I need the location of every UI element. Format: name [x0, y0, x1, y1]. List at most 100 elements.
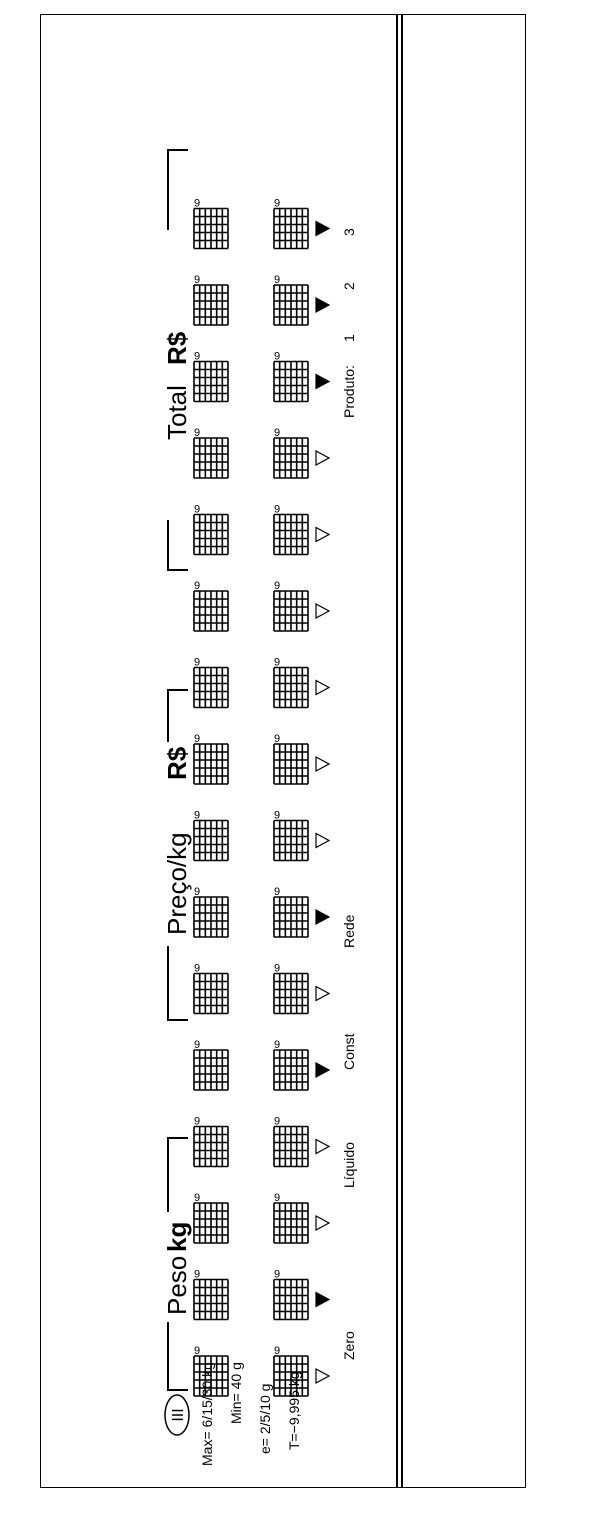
digit-suffix: 9: [274, 198, 280, 210]
arrow-indicator-on: [315, 1291, 331, 1308]
digit-grid: 9: [273, 1192, 309, 1244]
label-preco: Preço/kg: [162, 832, 192, 935]
digit-suffix: 9: [274, 886, 280, 898]
indicator-liquido: Líquido: [341, 1142, 357, 1188]
digit-grid: 9: [193, 886, 229, 938]
arrow-indicator-on: [315, 373, 331, 390]
bracket-peso-right: [167, 1137, 188, 1212]
digit-suffix: 9: [194, 274, 200, 286]
digit-grid: 9: [193, 1192, 229, 1244]
digit-suffix: 9: [274, 733, 280, 745]
digit-grid: 9: [193, 733, 229, 785]
bracket-preco-right: [167, 689, 188, 742]
digit-suffix: 9: [274, 504, 280, 516]
spec-e: e= 2/5/10 g: [257, 1384, 273, 1454]
arrow-indicator-off: [315, 985, 331, 1002]
digit-grid: 9: [193, 580, 229, 632]
arrow-indicator-on: [315, 220, 331, 237]
digit-grid: 9: [193, 1345, 229, 1397]
digit-suffix: 9: [274, 1192, 280, 1204]
field-brackets: [167, 149, 188, 1391]
unit-preco: R$: [162, 746, 192, 780]
digit-grid: 9: [273, 198, 309, 250]
digit-grid: 9: [273, 1039, 309, 1091]
scale-display-svg: III Max= 6/15/30 kg Min= 40 g e= 2/5/10 …: [162, 149, 357, 1466]
indicator-zero: Zero: [341, 1331, 357, 1360]
digit-grid: 9: [193, 810, 229, 862]
digit-suffix: 9: [194, 1345, 200, 1357]
indicator-product-3: 3: [341, 228, 357, 236]
digit-suffix: 9: [274, 1116, 280, 1128]
digit-suffix: 9: [194, 657, 200, 669]
arrow-indicator-off: [315, 1138, 331, 1155]
digit-grid: 9: [193, 657, 229, 709]
digit-suffix: 9: [194, 351, 200, 363]
arrow-indicator-off: [315, 755, 331, 773]
indicator-const: Const: [341, 1033, 357, 1070]
arrow-indicator-off: [315, 1367, 331, 1385]
digit-suffix: 9: [194, 1269, 200, 1281]
digit-suffix: 9: [194, 1192, 200, 1204]
divider-line: [401, 14, 403, 1488]
digit-suffix: 9: [274, 1039, 280, 1051]
indicator-rede: Rede: [341, 914, 357, 948]
arrow-indicator-off: [315, 526, 331, 543]
digit-suffix: 9: [194, 1116, 200, 1128]
bracket-total-right: [167, 149, 188, 230]
digit-suffix: 9: [274, 657, 280, 669]
digit-suffix: 9: [194, 504, 200, 516]
digit-grid: 9: [193, 504, 229, 556]
digit-grid: 9: [273, 1116, 309, 1168]
digit-suffix: 9: [194, 427, 200, 439]
label-total: Total: [162, 385, 192, 440]
digit-grid: 9: [273, 274, 309, 326]
digit-suffix: 9: [274, 1269, 280, 1281]
digit-grid: 9: [193, 198, 229, 250]
unit-total: R$: [162, 331, 192, 365]
digit-suffix: 9: [274, 580, 280, 592]
digit-grid: 9: [193, 1116, 229, 1168]
digit-grid: 9: [193, 1269, 229, 1321]
digit-grid: 9: [273, 810, 309, 862]
digit-grid: 9: [273, 1345, 309, 1397]
digit-suffix: 9: [274, 963, 280, 975]
digit-suffix: 9: [194, 1039, 200, 1051]
unit-peso: kg: [162, 1222, 192, 1252]
arrow-indicator-off: [315, 832, 331, 849]
digit-suffix: 9: [274, 274, 280, 286]
arrow-indicator-off: [315, 449, 331, 467]
digit-grid: 9: [273, 351, 309, 403]
digit-grid-group: 9 9 9 9 9 9 9 9 9 9 9 9 9 9 9 9 9 9 9 9 9 9 9 9 9 9 9 9 9 9 9 9: [193, 198, 309, 1397]
digit-suffix: 9: [194, 963, 200, 975]
arrow-indicator-on: [315, 296, 331, 314]
indicator-product-2: 2: [341, 282, 357, 290]
spec-tare: T=−9,995 kg: [286, 1371, 302, 1450]
digit-grid: 9: [273, 504, 309, 556]
digit-suffix: 9: [274, 351, 280, 363]
spec-min: Min= 40 g: [228, 1362, 244, 1424]
digit-grid: 9: [273, 427, 309, 479]
scale-display-drawing: III Max= 6/15/30 kg Min= 40 g e= 2/5/10 …: [150, 60, 380, 1466]
bracket-peso-left: [167, 1322, 188, 1391]
digit-suffix: 9: [194, 580, 200, 592]
digit-grid: 9: [273, 886, 309, 938]
label-peso: Peso: [162, 1256, 192, 1315]
digit-suffix: 9: [274, 810, 280, 822]
metrology-seal: III: [164, 1394, 190, 1436]
arrow-indicator-off: [315, 1214, 331, 1232]
digit-suffix: 9: [274, 1345, 280, 1357]
digit-suffix: 9: [274, 427, 280, 439]
digit-grid: 9: [273, 657, 309, 709]
digit-grid: 9: [193, 351, 229, 403]
digit-suffix: 9: [194, 886, 200, 898]
digit-grid: 9: [193, 1039, 229, 1091]
digit-suffix: 9: [194, 198, 200, 210]
arrow-indicator-off: [315, 679, 331, 696]
arrow-indicator-on: [315, 908, 331, 926]
digit-suffix: 9: [194, 810, 200, 822]
seal-text: III: [170, 1408, 187, 1421]
digit-grid: 9: [193, 427, 229, 479]
digit-grid: 9: [273, 1269, 309, 1321]
divider-line: [396, 14, 398, 1488]
indicator-product-1: 1: [341, 334, 357, 342]
